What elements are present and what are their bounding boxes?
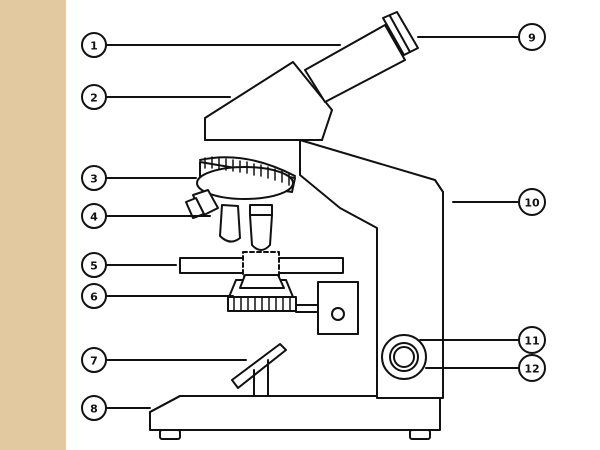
side-color-strip — [0, 0, 66, 450]
callout-circle-10 — [518, 188, 546, 216]
callout-label-5: 5 — [90, 260, 98, 273]
callout-label-8: 8 — [90, 403, 98, 416]
callout-circle-7 — [81, 347, 107, 373]
callout-label-3: 3 — [90, 173, 98, 186]
leader-lines — [105, 36, 519, 409]
callout-circle-1 — [81, 32, 107, 58]
callout-circle-8 — [81, 395, 107, 421]
callout-label-9: 9 — [528, 32, 536, 45]
callout-circle-5 — [81, 252, 107, 278]
revolving-nosepiece — [196, 156, 296, 200]
callout-label-2: 2 — [90, 92, 98, 105]
callout-label-11: 11 — [524, 335, 539, 348]
microscope-stage — [179, 251, 344, 277]
microscope-arm — [299, 139, 444, 399]
callout-label-12: 12 — [524, 363, 539, 376]
callout-circle-9 — [518, 23, 546, 51]
callout-circle-3 — [81, 165, 107, 191]
microscope-base — [149, 395, 441, 440]
mirror — [231, 343, 287, 397]
focus-knobs — [381, 334, 427, 380]
callout-circle-11 — [518, 326, 546, 354]
callout-label-6: 6 — [90, 291, 98, 304]
callout-circle-12 — [518, 354, 546, 382]
objective-lenses — [185, 189, 273, 251]
callout-circle-2 — [81, 84, 107, 110]
microscope-head — [204, 61, 333, 141]
callout-label-1: 1 — [90, 40, 98, 53]
callout-circle-4 — [81, 203, 107, 229]
callout-label-10: 10 — [524, 197, 540, 210]
condenser — [227, 274, 359, 335]
callout-circle-6 — [81, 283, 107, 309]
callout-label-7: 7 — [90, 355, 98, 368]
callout-label-4: 4 — [90, 211, 98, 224]
eyepiece-tube — [304, 11, 419, 103]
